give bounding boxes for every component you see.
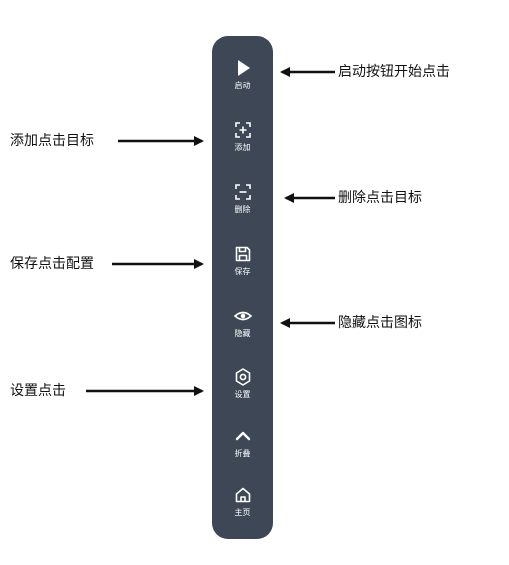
delete-label: 删除 (234, 205, 251, 214)
collapse-label: 折叠 (234, 449, 251, 458)
hide-button[interactable]: 隐藏 (212, 306, 273, 358)
floating-toolbar: 启动 添加 删除 (212, 36, 273, 539)
start-label: 启动 (234, 81, 251, 90)
start-button[interactable]: 启动 (212, 58, 273, 110)
chevron-up-icon (233, 426, 253, 446)
eye-icon (233, 306, 253, 326)
save-label: 保存 (234, 267, 251, 276)
settings-button[interactable]: 设置 (212, 367, 273, 419)
gear-icon (233, 367, 253, 387)
callout-settings: 设置点击 (10, 383, 66, 399)
callout-save: 保存点击配置 (10, 256, 94, 272)
callout-start: 启动按钮开始点击 (338, 64, 450, 80)
save-icon (233, 244, 253, 264)
add-button[interactable]: 添加 (212, 120, 273, 172)
home-icon (233, 485, 253, 505)
save-button[interactable]: 保存 (212, 244, 273, 296)
callout-add: 添加点击目标 (10, 133, 94, 149)
play-icon (233, 58, 253, 78)
settings-label: 设置 (234, 390, 251, 399)
home-button[interactable]: 主页 (212, 485, 273, 537)
delete-button[interactable]: 删除 (212, 182, 273, 234)
collapse-button[interactable]: 折叠 (212, 426, 273, 478)
add-target-icon (233, 120, 253, 140)
hide-label: 隐藏 (234, 329, 251, 338)
remove-target-icon (233, 182, 253, 202)
callout-delete: 删除点击目标 (338, 190, 422, 206)
callout-hide: 隐藏点击图标 (338, 315, 422, 331)
add-label: 添加 (234, 143, 251, 152)
home-label: 主页 (234, 508, 251, 517)
